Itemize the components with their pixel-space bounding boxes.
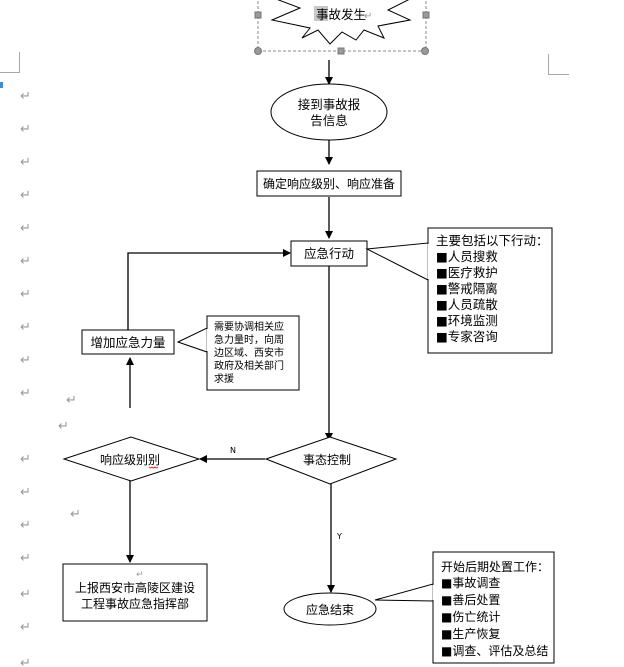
paragraph-mark: ↵ (20, 485, 31, 500)
paragraph-mark: ↵ (20, 353, 31, 368)
action-callout-item: ■环境监测 (436, 313, 498, 328)
paragraph-mark: ↵ (58, 419, 69, 434)
action-callout-item: ■警戒隔离 (436, 281, 498, 296)
end-callout-item: ■调查、评估及总结 (441, 644, 548, 658)
edge-label-yes: Y (336, 532, 342, 541)
paragraph-mark: ↵ (20, 551, 31, 566)
paragraph-mark: ↵ (20, 452, 31, 467)
paragraph-mark: ↵ (20, 386, 31, 401)
receive-node[interactable]: 接到事故报 告信息 (270, 83, 388, 141)
paragraph-mark: ↵ (20, 518, 31, 533)
end-callout[interactable]: 开始后期处置工作： ■事故调查 ■善后处置 ■伤亡统计 ■生产恢复 ■调查、评估… (374, 551, 555, 664)
resize-handle[interactable] (254, 47, 262, 55)
confirm-node[interactable]: 确定响应级别、响应准备 (256, 170, 402, 197)
paragraph-mark: ↵ (364, 11, 372, 22)
page-margin-corner-right (548, 54, 569, 75)
paragraph-mark: ↵ (70, 507, 81, 522)
action-callout-item: ■专家咨询 (436, 329, 498, 344)
page-margin-corner-left (0, 52, 20, 73)
paragraph-mark: ↵ (66, 393, 77, 408)
increase-callout-line: 需要协调相关应 (214, 320, 284, 333)
paragraph-mark: ↵ (20, 320, 31, 335)
increase-callout-line: 急力量时，向周 (214, 333, 284, 346)
resize-handle[interactable] (421, 47, 429, 55)
connectors (126, 60, 335, 593)
end-label: 应急结束 (306, 602, 354, 617)
resize-handle[interactable] (337, 47, 345, 55)
action-label: 应急行动 (304, 246, 354, 261)
increase-callout-line: 求援 (214, 372, 234, 385)
receive-label-line1: 接到事故报 (298, 97, 361, 112)
end-node[interactable]: 应急结束 (283, 592, 377, 626)
end-callout-item: ■生产恢复 (441, 627, 500, 641)
decision-control-label: 事态控制 (303, 453, 351, 467)
action-callout[interactable]: 主要包括以下行动： ■人员搜救 ■医疗救护 ■警戒隔离 ■人员疏散 ■环境监测 … (365, 227, 553, 354)
resize-handle[interactable] (422, 11, 430, 19)
selection-frame (257, 0, 427, 52)
explosion-shape (270, 0, 412, 45)
paragraph-mark: ↵ (20, 89, 31, 104)
paragraph-mark: ↵ (20, 620, 31, 635)
arrow-increase-to-action (127, 249, 291, 330)
increase-callout[interactable]: 需要协调相关应 急力量时，向周 边区域、西安市 政府及相关部门 求援 (176, 315, 300, 391)
spellcheck-underline (148, 466, 159, 469)
callout-pointer (176, 327, 208, 353)
paragraph-mark: ↵ (20, 587, 31, 602)
action-callout-title: 主要包括以下行动： (436, 233, 549, 248)
report-label-line1: 上报西安市高陵区建设 (75, 580, 195, 595)
decision-control-node[interactable]: 事态控制 (264, 436, 398, 485)
report-node[interactable]: ↵ 上报西安市高陵区建设 工程事故应急指挥部 (62, 563, 208, 622)
text-selection-highlight (314, 6, 328, 21)
action-callout-item: ■人员疏散 (436, 297, 498, 312)
paragraph-mark: ↵ (20, 287, 31, 302)
decision-level-label: 响应级别别 (100, 452, 160, 467)
paragraph-mark: ↵ (20, 122, 31, 137)
increase-node[interactable]: 增加应急力量 (81, 329, 175, 355)
resize-handle[interactable] (254, 11, 262, 19)
callout-pointer (365, 242, 429, 281)
end-callout-item: ■善后处置 (441, 592, 500, 607)
confirm-label: 确定响应级别、响应准备 (263, 176, 395, 191)
paragraph-mark: ↵ (20, 656, 31, 667)
paragraph-mark: ↵ (20, 221, 31, 236)
action-callout-item: ■医疗救护 (436, 265, 498, 280)
start-node[interactable]: 事故发生 ↵ (254, 0, 430, 55)
anchor-marker (0, 82, 3, 88)
paragraph-mark: ↵ (20, 188, 31, 203)
paragraph-mark: ↵ (20, 254, 31, 269)
receive-label-line2: 告信息 (310, 113, 348, 128)
paragraph-mark: ↵ (20, 155, 31, 170)
end-callout-item: ■事故调查 (441, 575, 500, 590)
action-callout-item: ■人员搜救 (436, 249, 498, 264)
edge-label-no: N (230, 446, 236, 455)
start-label: 事故发生 (316, 7, 366, 22)
callout-pointer (374, 583, 434, 602)
paragraph-mark: ↵ (136, 570, 144, 580)
end-callout-title: 开始后期处置工作： (441, 560, 549, 574)
action-node[interactable]: 应急行动 (290, 240, 368, 267)
report-label-line2: 工程事故应急指挥部 (81, 596, 189, 611)
decision-level-node[interactable]: 响应级别别 (62, 436, 201, 482)
increase-callout-line: 边区域、西安市 (214, 346, 284, 359)
end-callout-item: ■伤亡统计 (441, 610, 500, 624)
increase-callout-line: 政府及相关部门 (214, 359, 284, 372)
increase-label: 增加应急力量 (90, 335, 165, 350)
paragraph-marks: ↵ ↵ ↵ ↵ ↵ ↵ ↵ ↵ ↵ ↵ ↵ ↵ ↵ ↵ ↵ ↵ ↵ ↵ ↵ ↵ (20, 89, 81, 667)
